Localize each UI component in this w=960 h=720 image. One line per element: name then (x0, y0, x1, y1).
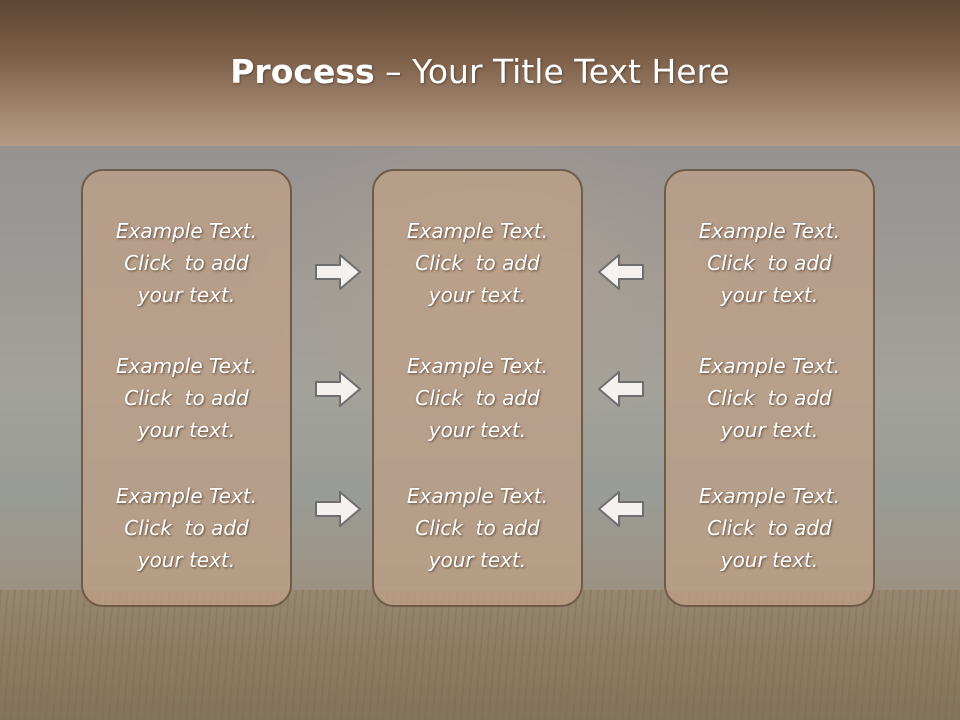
text-block[interactable]: Example Text. Click to add your text. (374, 350, 581, 446)
text-line: your text. (137, 548, 236, 572)
title-separator: – (374, 52, 413, 91)
text-block[interactable]: Example Text. Click to add your text. (374, 480, 581, 576)
text-line: Click to add (707, 386, 832, 410)
title-bold: Process (230, 52, 375, 91)
text-line: Example Text. (698, 219, 841, 243)
process-box-left[interactable]: Example Text. Click to add your text. Ex… (81, 169, 292, 607)
text-line: Click to add (415, 386, 540, 410)
text-line: Click to add (124, 516, 249, 540)
text-block[interactable]: Example Text. Click to add your text. (83, 215, 290, 311)
title-rest: Your Title Text Here (412, 52, 730, 91)
text-line: your text. (720, 548, 819, 572)
left-arrow-icon (598, 371, 644, 407)
right-arrow-icon (315, 491, 361, 527)
text-line: Click to add (415, 516, 540, 540)
text-line: your text. (137, 283, 236, 307)
text-line: Click to add (707, 251, 832, 275)
text-line: Click to add (124, 251, 249, 275)
text-block[interactable]: Example Text. Click to add your text. (666, 350, 873, 446)
text-block[interactable]: Example Text. Click to add your text. (666, 215, 873, 311)
text-block[interactable]: Example Text. Click to add your text. (374, 215, 581, 311)
text-line: Example Text. (698, 484, 841, 508)
text-line: Example Text. (698, 354, 841, 378)
slide-title[interactable]: Process – Your Title Text Here (0, 52, 960, 91)
process-box-right[interactable]: Example Text. Click to add your text. Ex… (664, 169, 875, 607)
title-bar: Process – Your Title Text Here (0, 0, 960, 146)
text-line: your text. (137, 418, 236, 442)
right-arrow-icon (315, 371, 361, 407)
text-line: your text. (720, 418, 819, 442)
process-box-center[interactable]: Example Text. Click to add your text. Ex… (372, 169, 583, 607)
left-arrow-icon (598, 254, 644, 290)
text-line: Example Text. (115, 219, 258, 243)
background-photo-grass (0, 590, 960, 720)
text-line: your text. (428, 418, 527, 442)
text-line: Click to add (415, 251, 540, 275)
text-line: Example Text. (115, 484, 258, 508)
text-line: Example Text. (406, 484, 549, 508)
text-line: Click to add (707, 516, 832, 540)
text-line: Example Text. (406, 354, 549, 378)
right-arrow-icon (315, 254, 361, 290)
left-arrow-icon (598, 491, 644, 527)
text-line: your text. (428, 548, 527, 572)
text-line: your text. (720, 283, 819, 307)
text-line: Example Text. (115, 354, 258, 378)
text-line: your text. (428, 283, 527, 307)
text-block[interactable]: Example Text. Click to add your text. (83, 480, 290, 576)
text-line: Example Text. (406, 219, 549, 243)
text-line: Click to add (124, 386, 249, 410)
text-block[interactable]: Example Text. Click to add your text. (83, 350, 290, 446)
text-block[interactable]: Example Text. Click to add your text. (666, 480, 873, 576)
